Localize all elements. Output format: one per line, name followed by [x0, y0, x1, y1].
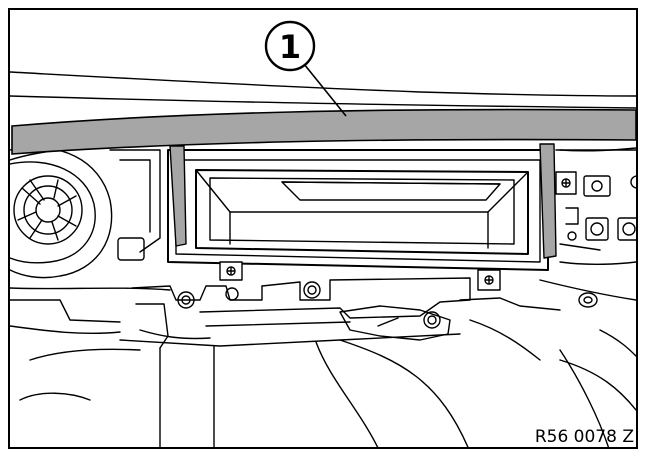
display-unit [167, 149, 577, 291]
air-vent-left [10, 146, 113, 279]
right-switch-panel [539, 149, 636, 411]
callout-number: 1 [279, 28, 301, 66]
callout-leader [303, 63, 347, 117]
callout-bubble [264, 20, 316, 72]
left-dash-structure [10, 149, 171, 401]
trim-strip [11, 108, 637, 155]
release-straps [169, 143, 557, 259]
figure-frame [8, 8, 638, 449]
lower-carrier [119, 277, 610, 447]
reference-code: R56 0078 Z [535, 427, 634, 447]
